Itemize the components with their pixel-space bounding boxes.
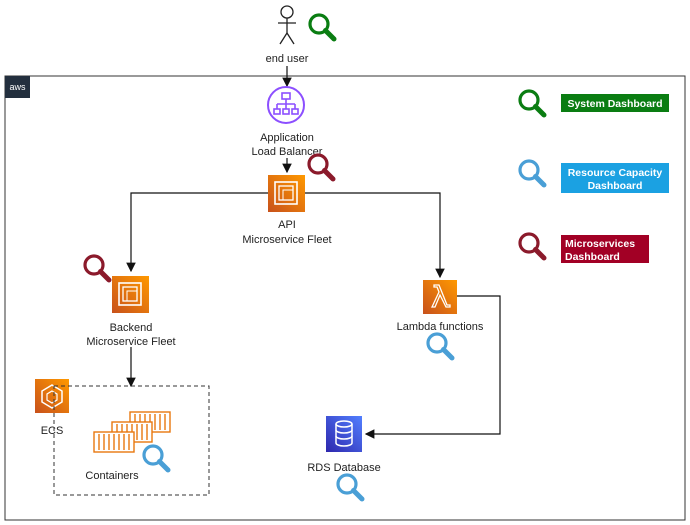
ecs-cluster-boundary	[53, 385, 210, 496]
system-dashboard-magnifier-icon	[310, 15, 334, 39]
legend-resource-magnifier-icon	[520, 161, 544, 185]
alb-label-2: Load Balancer	[252, 146, 323, 158]
ecs-label: ECS	[41, 425, 64, 437]
aws-badge-text: aws	[9, 82, 26, 92]
api-label-2: Microservice Fleet	[242, 234, 331, 246]
legend-micro-label-2: Dashboard	[565, 251, 620, 263]
alb-icon	[267, 86, 305, 124]
backend-fleet-icon	[112, 276, 149, 313]
alb-label-1: Application	[260, 132, 314, 144]
legend-system-magnifier-icon	[520, 91, 544, 115]
legend-resource-label-2: Dashboard	[588, 180, 643, 192]
backend-label-1: Backend	[110, 322, 153, 334]
edge-api-lambda	[305, 192, 445, 279]
edge-lambda-rds	[364, 295, 501, 439]
legend-micro-swatch	[561, 235, 649, 263]
api-label-1: API	[278, 219, 296, 231]
legend-resource-swatch	[561, 163, 669, 193]
legend-system-swatch	[561, 94, 669, 112]
rds-icon	[326, 416, 362, 452]
user-icon	[278, 5, 296, 45]
rds-label: RDS Database	[307, 462, 380, 474]
ecs-icon	[35, 379, 69, 413]
end-user-label: end user	[266, 53, 309, 65]
legend-system-label: System Dashboard	[567, 98, 662, 110]
microservices-magnifier-icon-backend	[85, 256, 109, 280]
containers-icon	[93, 411, 171, 453]
aws-badge	[5, 76, 30, 98]
lambda-label: Lambda functions	[397, 321, 484, 333]
legend-resource-label-1: Resource Capacity	[568, 167, 663, 179]
api-fleet-icon	[268, 175, 305, 212]
resource-magnifier-icon-rds	[338, 475, 362, 499]
aws-cloud-boundary	[4, 75, 686, 521]
microservices-magnifier-icon-alb	[309, 155, 333, 179]
resource-magnifier-icon-lambda	[428, 334, 452, 358]
legend-micro-label-1: Microservices	[565, 238, 635, 250]
lambda-icon	[423, 280, 457, 314]
legend-micro-magnifier-icon	[520, 234, 544, 258]
resource-magnifier-icon-containers	[144, 446, 168, 470]
backend-label-2: Microservice Fleet	[86, 336, 175, 348]
edge-api-backend	[126, 192, 268, 273]
connections	[126, 66, 501, 439]
containers-label: Containers	[85, 470, 139, 482]
legend: System Dashboard Resource Capacity Dashb…	[520, 91, 669, 263]
